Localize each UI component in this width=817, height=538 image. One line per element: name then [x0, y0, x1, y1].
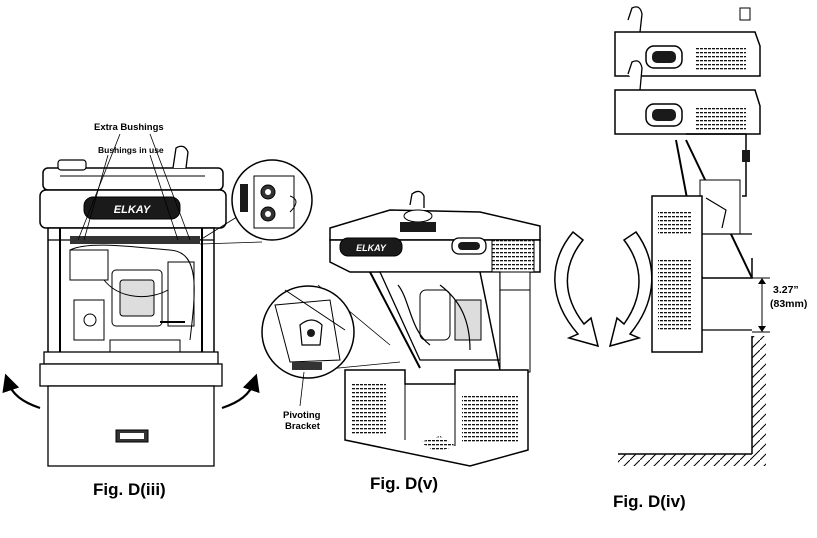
figure-d3-front-view: ELKAY [2, 133, 313, 467]
wall-box-d4 [651, 195, 752, 353]
dimension-inches: 3.27” [773, 284, 799, 296]
basin-top [42, 145, 224, 191]
callout-bushings-in-use: Bushings in use [98, 145, 164, 155]
caption-fig-d3: Fig. D(iii) [93, 480, 166, 499]
lower-unit-d4 [614, 60, 761, 135]
dimension-mm: (83mm) [770, 298, 808, 310]
caption-fig-d4: Fig. D(iv) [613, 492, 686, 511]
chassis-d5 [369, 271, 531, 373]
callout-bracket: Bracket [285, 421, 320, 432]
figure-d4-side-view [614, 6, 770, 466]
figure-d5-angled-view: ELKAY [261, 190, 653, 467]
rotate-arrow-right [221, 373, 260, 410]
bezel-band-d5: ELKAY [329, 237, 541, 273]
bottom-shroud-d3 [39, 351, 223, 467]
caption-fig-d5: Fig. D(v) [370, 474, 438, 493]
basin-top-d5 [329, 190, 541, 241]
upper-unit-d4 [614, 6, 761, 77]
pivot-detail-circle [261, 284, 401, 379]
bezel-band: ELKAY [39, 189, 227, 229]
wall-section [618, 336, 766, 466]
logo-text-d3: ELKAY [114, 204, 152, 216]
rotation-arrows [554, 230, 653, 348]
rotate-arrow-left [2, 373, 41, 410]
detail-zoom-circle [199, 159, 313, 245]
chassis-d3 [47, 227, 215, 377]
dimension-marker [752, 277, 770, 333]
callout-extra-bushings: Extra Bushings [94, 122, 164, 133]
callout-pivoting: Pivoting [283, 410, 321, 421]
lower-box-d5 [344, 369, 529, 467]
logo-text-d5: ELKAY [356, 243, 387, 253]
